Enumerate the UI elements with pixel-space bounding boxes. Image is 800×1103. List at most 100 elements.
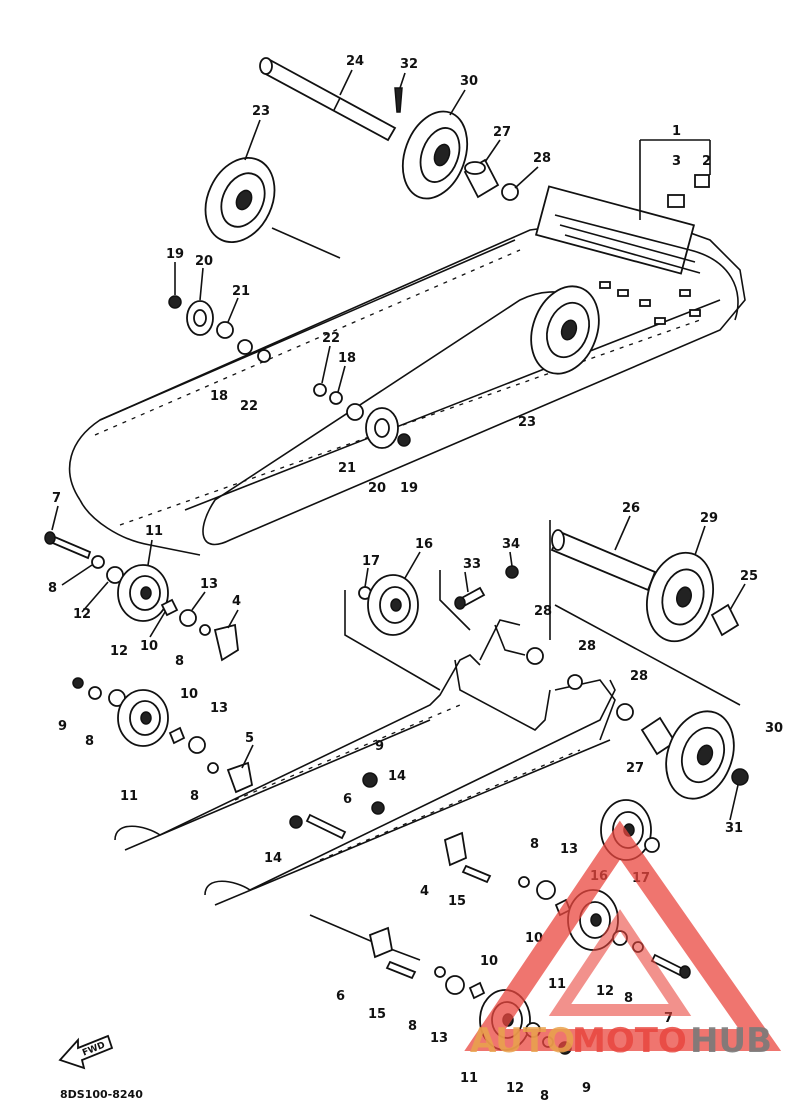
- leader-26: [549, 520, 741, 706]
- leader-1: [639, 139, 711, 220]
- label-3: 3: [672, 154, 681, 169]
- label-18-left: 18: [210, 389, 228, 404]
- label-7-right: 7: [664, 1011, 673, 1026]
- label-13-right: 13: [560, 842, 578, 857]
- ring-18-left: [237, 339, 253, 355]
- label-34: 34: [502, 537, 520, 552]
- label-31: 31: [725, 821, 743, 836]
- label-9-bottom: 9: [582, 1081, 591, 1096]
- label-13-left: 13: [210, 701, 228, 716]
- wheel-30-upper: [401, 110, 469, 200]
- spacer-10-upper: [160, 598, 179, 617]
- label-33: 33: [463, 557, 481, 572]
- label-23-left: 23: [252, 104, 270, 119]
- label-11-left: 11: [120, 789, 138, 804]
- label-24: 24: [346, 54, 364, 69]
- upper-shaft-24: [259, 57, 397, 142]
- bracket-6-lower: [368, 926, 394, 959]
- slide-rail-frame: [114, 619, 616, 906]
- label-17-center: 17: [362, 554, 380, 569]
- ring-13-left: [188, 736, 206, 754]
- label-19-left: 19: [166, 247, 184, 262]
- label-20-left: 20: [195, 254, 213, 269]
- nut-34: [505, 565, 519, 579]
- label-8-upper-b: 8: [175, 654, 184, 669]
- wheel-11-left: [117, 689, 169, 747]
- leader-16: [344, 590, 441, 691]
- label-5: 5: [245, 731, 254, 746]
- ring-13-right: [536, 880, 556, 900]
- leader-33: [439, 570, 471, 631]
- nut-9-left: [72, 677, 84, 689]
- ring-22-left: [257, 349, 271, 363]
- wheel-23-left: [204, 156, 276, 244]
- label-8-right-b: 8: [624, 991, 633, 1006]
- bracket-4-upper: [213, 623, 239, 662]
- ring-18-center: [329, 391, 343, 405]
- label-12-upper: 12: [73, 607, 91, 622]
- label-leaders: [51, 69, 746, 821]
- nut-19-left: [168, 295, 182, 309]
- bolt-15-bottom: [385, 960, 417, 980]
- ring-21-left: [216, 321, 234, 339]
- nut-19-center: [397, 433, 411, 447]
- label-23-center: 23: [518, 415, 536, 430]
- label-1: 1: [672, 124, 681, 139]
- spacer-10-left: [168, 726, 186, 745]
- washer-8-upper: [91, 555, 105, 569]
- label-30-lower: 30: [765, 721, 783, 736]
- label-21-center: 21: [338, 461, 356, 476]
- label-21-left: 21: [232, 284, 250, 299]
- nut-9-center: [362, 772, 378, 788]
- wheel-23-center: [530, 285, 600, 375]
- label-28-upper: 28: [533, 151, 551, 166]
- washer-8-right: [518, 876, 530, 888]
- label-25: 25: [740, 569, 758, 584]
- shaft-26: [550, 529, 657, 592]
- label-27-upper: 27: [493, 125, 511, 140]
- part-labels-lower: 28 28 28 27 30 12 10 13 8 11 8 8 9 14 4 …: [85, 389, 783, 1103]
- label-15-right: 15: [448, 894, 466, 909]
- label-8-left: 8: [85, 734, 94, 749]
- label-8-bottom-b: 8: [540, 1089, 549, 1103]
- wheel-30-lower: [665, 710, 735, 800]
- label-2: 2: [702, 154, 711, 169]
- label-11-right: 11: [548, 977, 566, 992]
- label-4-upper: 4: [232, 594, 241, 609]
- label-6-lower: 6: [336, 989, 345, 1004]
- label-8-upper: 8: [48, 581, 57, 596]
- watermark-logo: AUTO MOTO HUB: [464, 820, 782, 1061]
- washer-8-bottom: [434, 966, 446, 978]
- label-4-lower: 4: [420, 884, 429, 899]
- nut-31: [731, 768, 749, 786]
- label-16-center: 16: [415, 537, 433, 552]
- label-32: 32: [400, 57, 418, 72]
- label-15-bottom: 15: [368, 1007, 386, 1022]
- label-10-bottom: 10: [480, 954, 498, 969]
- ring-21-center: [346, 403, 364, 421]
- label-8-right: 8: [530, 837, 539, 852]
- label-28-b: 28: [578, 639, 596, 654]
- label-12-right: 12: [596, 984, 614, 999]
- wheel-16-center: [367, 574, 419, 636]
- label-26: 26: [622, 501, 640, 516]
- label-12-bottom: 12: [506, 1081, 524, 1096]
- leader-23-left: [271, 227, 341, 259]
- label-13-upper: 13: [200, 577, 218, 592]
- label-12-left: 12: [110, 644, 128, 659]
- wheel-11-upper: [117, 564, 169, 622]
- bracket-4-lower: [443, 831, 467, 867]
- spacer-27-upper: [463, 158, 500, 199]
- washer-8-upper-b: [199, 624, 211, 636]
- label-18-center: 18: [338, 351, 356, 366]
- collar-28-a: [526, 647, 544, 665]
- diagram-code: 8DS100-8240: [60, 1088, 143, 1101]
- bolt-15-right: [461, 864, 492, 884]
- fwd-arrow-icon: FWD: [58, 1034, 114, 1070]
- ring-13-upper: [179, 609, 197, 627]
- label-22-left: 22: [240, 399, 258, 414]
- washer-17-right: [644, 837, 660, 853]
- nut-14-left: [289, 815, 303, 829]
